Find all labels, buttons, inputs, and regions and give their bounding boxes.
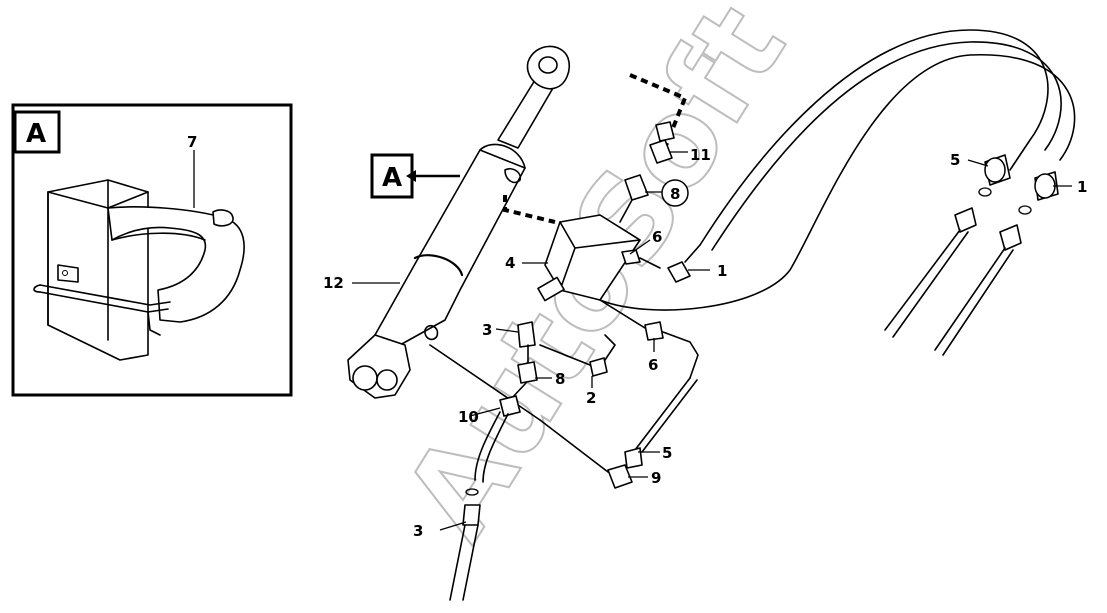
fitting-5-lower — [539, 334, 616, 377]
fitting-8-lower — [509, 361, 538, 401]
callout-8-lower: 8 — [555, 370, 565, 388]
fitting-3-upper — [517, 321, 536, 363]
leader-2 — [469, 407, 501, 417]
view-arrow-head — [406, 170, 416, 182]
callout-1-lower: 1 — [717, 262, 727, 280]
fitting-11 — [649, 121, 675, 164]
view-marker-letter: A — [382, 163, 402, 193]
view-marker-a: A — [370, 153, 460, 199]
detail-label-box — [13, 110, 61, 154]
leader-3-upper — [495, 328, 519, 333]
hoses-upper-right — [599, 29, 1076, 356]
callout-11: 11 — [690, 146, 711, 164]
callout-8-circle — [661, 179, 689, 207]
callout-2: 10 — [458, 408, 479, 426]
leader-10 — [439, 521, 467, 531]
fitting-6-upper — [621, 249, 661, 269]
callout-10: 3 — [413, 522, 423, 540]
callout-6-lower: 6 — [648, 356, 658, 374]
callout-3-upper: 3 — [482, 321, 492, 339]
callout-9: 5 — [662, 444, 672, 462]
hose-9 — [624, 377, 698, 469]
callout-1-right: 1 — [1077, 178, 1087, 196]
callout-12: 12 — [323, 274, 344, 292]
hydraulic-cylinder — [347, 45, 571, 399]
elbow-1 — [667, 244, 701, 283]
elbow-3-lower — [429, 344, 633, 489]
callout-7: 7 — [187, 133, 197, 151]
clamp-bracket — [33, 179, 245, 361]
fitting-6-lower — [599, 299, 699, 379]
hose-10 — [449, 488, 481, 601]
callout-8-upper: 8 — [670, 185, 680, 203]
fitting-8-upper — [619, 174, 649, 223]
callout-3-lower: 9 — [651, 469, 661, 487]
detail-view-a: A 7 — [11, 103, 293, 397]
leader-5-right — [967, 159, 989, 167]
tube-2 — [474, 395, 521, 483]
callout-4: 4 — [505, 254, 515, 272]
leader-6-upper — [629, 239, 651, 255]
callout-5-lower: 2 — [586, 389, 596, 407]
callout-6-upper: 6 — [652, 228, 662, 246]
callout-5-right: 5 — [950, 151, 960, 169]
detail-letter: A — [26, 119, 46, 149]
dashed-link-lower — [503, 195, 556, 224]
